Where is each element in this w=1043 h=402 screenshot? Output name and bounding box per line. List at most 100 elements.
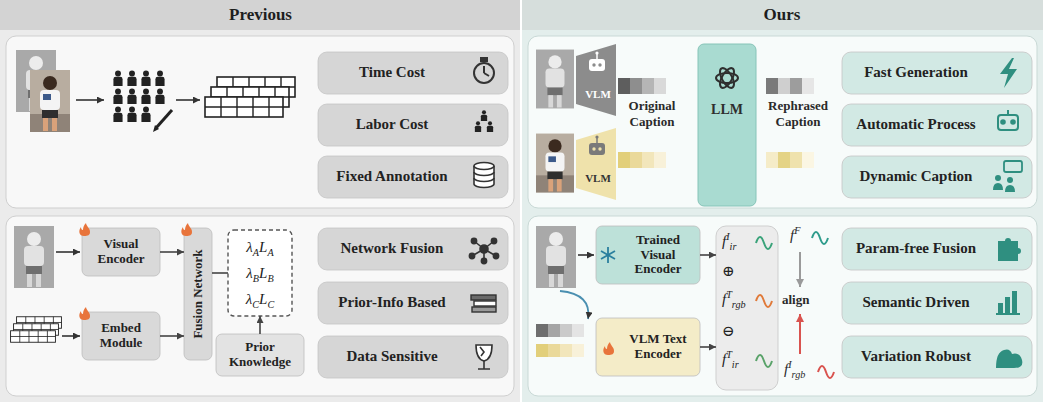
plain-shape bbox=[216, 334, 304, 376]
box-label: Labor Cost bbox=[356, 116, 429, 133]
llm-logo bbox=[716, 66, 738, 90]
enc-shape bbox=[596, 226, 700, 284]
free-label: Rephrased Caption bbox=[756, 98, 840, 129]
vlm-shape bbox=[576, 44, 616, 116]
connector-arrow bbox=[700, 254, 716, 256]
robot-icon bbox=[998, 110, 1018, 130]
left-ground bbox=[0, 0, 521, 402]
box-label: Automatic Process bbox=[856, 116, 975, 133]
column-heading: Ours bbox=[521, 0, 1043, 30]
connector-arrow bbox=[259, 316, 261, 334]
pill-box: Variation Robust bbox=[842, 336, 1032, 378]
vert-shape bbox=[184, 228, 212, 360]
enc-shape bbox=[596, 318, 700, 376]
box-label: VLM bbox=[585, 172, 611, 184]
network-icon bbox=[469, 238, 498, 263]
vlm-shape bbox=[576, 128, 616, 200]
llm-box: LLM bbox=[698, 44, 756, 206]
enc-box: Embed Module bbox=[82, 312, 160, 360]
caption-blocks bbox=[536, 324, 584, 357]
connector-arrow bbox=[700, 346, 716, 348]
header-band bbox=[521, 0, 1043, 30]
box-label: λCLC bbox=[246, 291, 274, 308]
box-label: Fusion Network bbox=[184, 228, 212, 360]
enc-shape bbox=[82, 312, 160, 360]
box-label: Semantic Driven bbox=[862, 294, 969, 311]
box-label: VLM bbox=[585, 88, 611, 100]
col-box: PreviousTime CostLabor CostFixed Annotat… bbox=[0, 0, 521, 402]
label-holder: Rephrased Caption bbox=[756, 98, 840, 129]
annotation-table bbox=[11, 317, 62, 343]
pill-shape bbox=[318, 228, 508, 270]
pill-box: Labor Cost bbox=[318, 104, 508, 146]
pill-shape bbox=[318, 156, 508, 198]
box-label: Network Fusion bbox=[341, 240, 444, 257]
header-band bbox=[0, 0, 521, 30]
feat-shape bbox=[716, 226, 778, 390]
bar-chart-icon bbox=[996, 291, 1020, 314]
free-label: fIrgb bbox=[784, 360, 805, 378]
pill-shape bbox=[318, 52, 508, 94]
box-label: Data Sensitive bbox=[346, 348, 437, 365]
flow-arrow bbox=[76, 99, 104, 101]
box-label: λBLB bbox=[246, 265, 273, 282]
pill-shape bbox=[842, 228, 1032, 270]
lightning-icon bbox=[1000, 58, 1017, 88]
person-photo bbox=[14, 226, 54, 288]
pill-box: Fixed Annotation bbox=[318, 156, 508, 198]
annotator-crowd bbox=[113, 70, 172, 132]
box-label: Dynamic Caption bbox=[860, 168, 973, 185]
right-ground bbox=[521, 0, 1043, 402]
database-icon bbox=[474, 163, 494, 188]
pill-shape bbox=[842, 104, 1032, 146]
pill-box: Network Fusion bbox=[318, 228, 508, 270]
dash-shape bbox=[228, 230, 292, 316]
dash-box: λALAλBLBλCLC bbox=[228, 230, 292, 316]
box-label: Fixed Annotation bbox=[336, 168, 447, 185]
free-label: fF bbox=[790, 226, 800, 244]
align-arrow bbox=[799, 314, 801, 354]
box-label: Prior Knowledge bbox=[220, 340, 300, 370]
box-label: ⊖ bbox=[722, 322, 774, 340]
vlm-box: VLM bbox=[576, 44, 616, 116]
broken-glass-icon bbox=[476, 345, 492, 369]
enc-box: Visual Encoder bbox=[82, 228, 160, 276]
flow-arrow bbox=[176, 99, 200, 101]
snowflake-icon bbox=[601, 247, 615, 263]
pill-box: Time Cost bbox=[318, 52, 508, 94]
box-label: fIir bbox=[722, 232, 774, 250]
free-label: Original Caption bbox=[610, 98, 694, 129]
robot-icon bbox=[589, 135, 605, 155]
pill-box: Param-free Fusion bbox=[842, 228, 1032, 270]
sub-panels bbox=[6, 36, 1037, 396]
pill-shape bbox=[842, 156, 1032, 198]
stopwatch-icon bbox=[474, 58, 494, 83]
books-icon bbox=[471, 295, 496, 312]
pill-box: Dynamic Caption bbox=[842, 156, 1032, 198]
divider bbox=[520, 0, 522, 402]
pill-shape bbox=[842, 282, 1032, 324]
curved-arrow bbox=[560, 291, 588, 319]
box-label: Prior-Info Based bbox=[338, 294, 445, 311]
enc-box: Trained Visual Encoder bbox=[596, 226, 700, 284]
person-photos bbox=[16, 50, 70, 132]
label-holder: fIrgb bbox=[784, 360, 805, 378]
pill-box: Fast Generation bbox=[842, 52, 1032, 94]
pill-shape bbox=[318, 336, 508, 378]
pill-shape bbox=[842, 52, 1032, 94]
puzzle-icon bbox=[998, 238, 1021, 261]
person-photo bbox=[536, 226, 576, 288]
box-label: Variation Robust bbox=[861, 348, 971, 365]
pill-box: Automatic Process bbox=[842, 104, 1032, 146]
pill-box: Prior-Info Based bbox=[318, 282, 508, 324]
box-label: fTir bbox=[722, 350, 774, 368]
flame-icon bbox=[79, 223, 614, 355]
connector-arrow bbox=[212, 272, 228, 274]
box-label: Trained Visual Encoder bbox=[622, 233, 694, 278]
person-photos bbox=[536, 50, 574, 193]
crowd-icon bbox=[475, 110, 493, 132]
box-label: Param-free Fusion bbox=[856, 240, 976, 257]
